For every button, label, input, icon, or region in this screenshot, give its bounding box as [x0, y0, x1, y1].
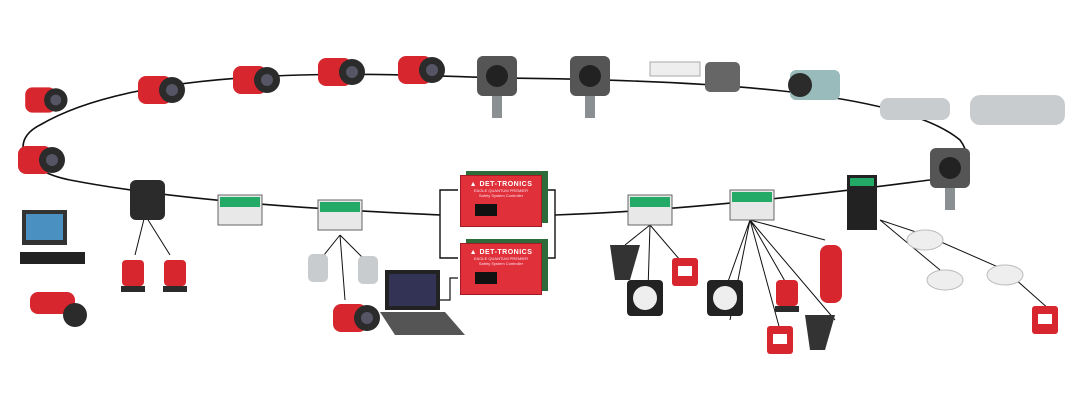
- flame-detector: [138, 76, 185, 104]
- io-module: [317, 199, 363, 231]
- controller-product: EAGLE QUANTUM PREMIER: [473, 256, 528, 261]
- laptop-link: [440, 277, 458, 301]
- gas-detector-remote: [788, 70, 840, 100]
- junction-box: [130, 180, 165, 220]
- flame-detector: [233, 66, 280, 94]
- safety-controller-primary: ▲ DET-TRONICS EAGLE QUANTUM PREMIER Safe…: [460, 175, 542, 227]
- controller-subtitle: Safety System Controller: [478, 193, 524, 198]
- open-path-detector: [970, 95, 1065, 125]
- controller-brand: ▲ DET-TRONICS: [469, 249, 533, 256]
- open-path-detector: [880, 98, 950, 120]
- loop-bottom-left: [69, 179, 441, 216]
- manual-call-point: [1032, 306, 1058, 334]
- uv-ir-detector: [610, 245, 640, 280]
- signal-horn: [30, 292, 87, 327]
- gas-detector: [477, 56, 517, 118]
- gas-detector: [930, 148, 970, 210]
- controller-product: EAGLE QUANTUM PREMIER: [473, 188, 528, 193]
- sensor: [308, 254, 328, 282]
- controller-subtitle: Safety System Controller: [478, 261, 524, 266]
- beacon: [775, 280, 799, 312]
- uv-ir-detector: [805, 315, 835, 350]
- controller-brand: ▲ DET-TRONICS: [469, 181, 533, 188]
- controller-display: [475, 272, 497, 284]
- flame-detector: [318, 58, 365, 86]
- pressure-gauge: [707, 280, 743, 316]
- manual-call-point: [767, 326, 793, 354]
- flame-detector: [18, 146, 65, 174]
- flame-detector: [398, 56, 445, 84]
- smoke-detector: [926, 269, 964, 291]
- safety-controller-redundant: ▲ DET-TRONICS EAGLE QUANTUM PREMIER Safe…: [460, 243, 542, 295]
- io-module: [729, 189, 775, 221]
- laptop: [380, 270, 465, 335]
- io-module: [217, 194, 263, 226]
- manual-call-point: [672, 258, 698, 286]
- sensor: [358, 256, 378, 284]
- fire-panel: [847, 175, 877, 230]
- smoke-detector: [906, 229, 944, 251]
- beacon: [121, 260, 145, 292]
- beacon: [163, 260, 187, 292]
- flame-detector: [25, 87, 68, 113]
- smoke-detector: [986, 264, 1024, 286]
- pressure-gauge: [627, 280, 663, 316]
- operator-workstation: [20, 210, 85, 264]
- controller-display: [475, 204, 497, 216]
- io-module: [627, 194, 673, 226]
- gas-detector-sampler: [649, 61, 740, 92]
- gas-detector: [570, 56, 610, 118]
- extinguisher-cylinder: [820, 245, 842, 303]
- redundant-bracket: [439, 189, 556, 259]
- flame-detector: [333, 304, 380, 332]
